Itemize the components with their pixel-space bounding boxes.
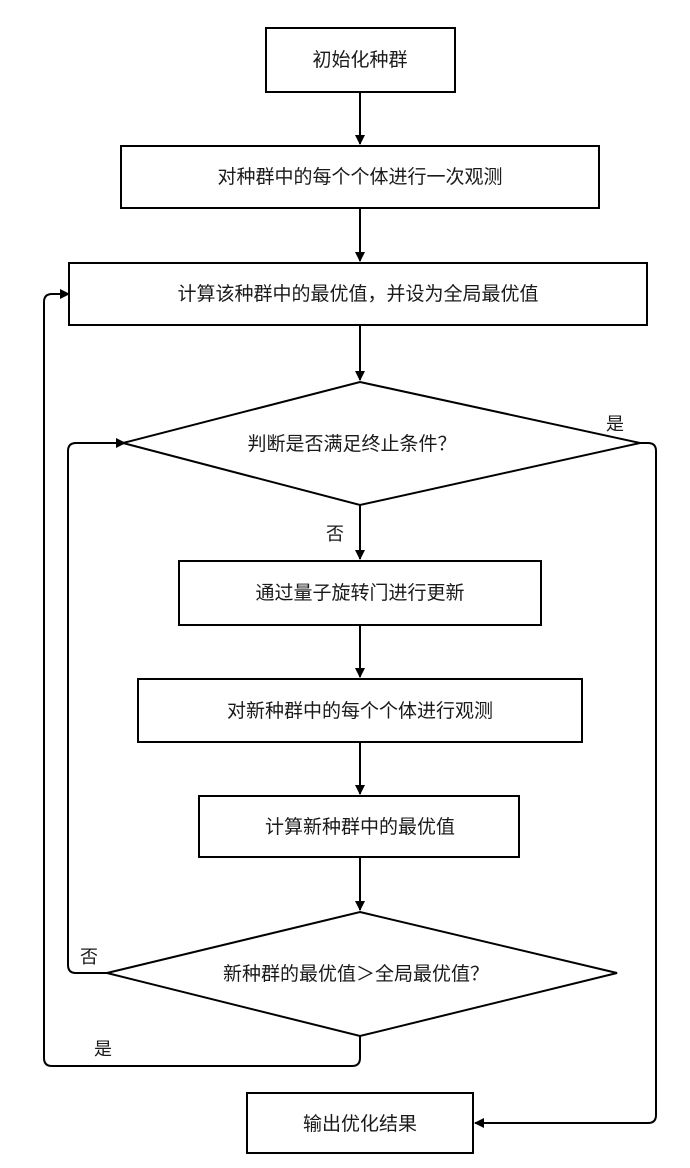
arrow-compare-yes-to-compute-best — [43, 289, 361, 1067]
node-quantum-rotation-update-label: 通过量子旋转门进行更新 — [255, 582, 464, 604]
node-check-stop-condition-label: 判断是否满足终止条件？ — [247, 433, 456, 455]
label-compare-no: 否 — [80, 947, 98, 968]
node-compute-global-best — [68, 262, 648, 326]
node-observe-new-population-label: 对新种群中的每个个体进行观测 — [227, 700, 493, 722]
node-init-population — [265, 27, 456, 93]
node-quantum-rotation-update — [178, 560, 542, 626]
node-compute-new-best-label: 计算新种群中的最优值 — [265, 816, 455, 838]
node-compute-global-best-label: 计算该种群中的最优值，并设为全局最优值 — [177, 283, 538, 305]
node-output-result — [246, 1092, 474, 1154]
node-output-result-label: 输出优化结果 — [303, 1113, 417, 1135]
node-compute-new-best — [198, 795, 520, 858]
arrow-stop-yes-to-output — [474, 442, 657, 1128]
label-compare-yes: 是 — [94, 1039, 112, 1060]
node-compare-best — [106, 910, 618, 1038]
arrow-compare-no-to-decision — [67, 438, 126, 974]
label-stop-yes: 是 — [606, 414, 624, 435]
node-observe-population-label: 对种群中的每个个体进行一次观测 — [217, 166, 502, 188]
node-compare-best-label: 新种群的最优值＞全局最优值？ — [223, 963, 489, 985]
label-stop-no: 否 — [326, 524, 344, 545]
node-init-population-label: 初始化种群 — [312, 49, 407, 71]
node-check-stop-condition — [119, 380, 641, 507]
node-observe-population — [120, 145, 600, 209]
node-observe-new-population — [137, 678, 583, 743]
